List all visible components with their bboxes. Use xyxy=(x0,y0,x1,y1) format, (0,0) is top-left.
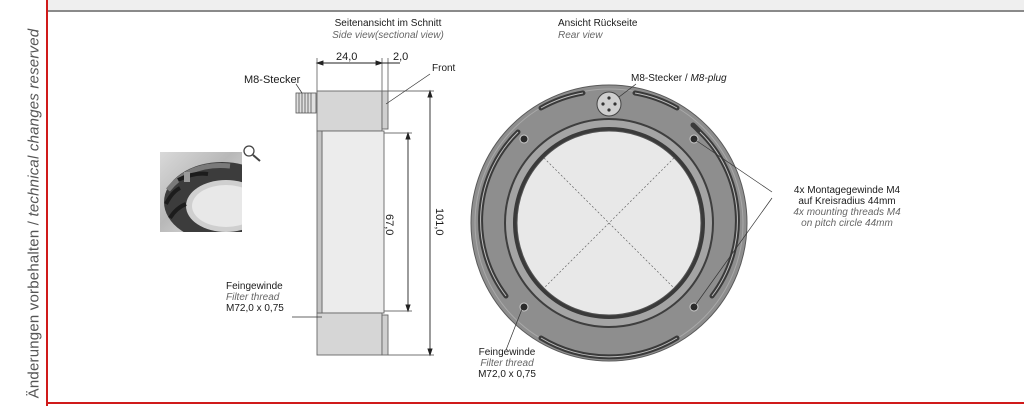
dim-width: 24,0 xyxy=(336,51,358,63)
front-label: Front xyxy=(432,63,456,74)
product-photo-art xyxy=(164,162,242,232)
side-thread-callout: Feingewinde Filter thread M72,0 x 0,75 xyxy=(226,281,284,314)
left-red-rule xyxy=(46,0,48,406)
rear-plug-label: M8-Stecker / M8-plug xyxy=(631,73,727,84)
side-view-title: Seitenansicht im Schnitt Side view(secti… xyxy=(332,18,444,41)
dim-lip: 2,0 xyxy=(393,51,409,63)
header-bar xyxy=(48,0,1024,12)
plug-label: M8-Stecker xyxy=(244,74,301,86)
rear-thread-callout: Feingewinde Filter thread M72,0 x 0,75 xyxy=(478,347,536,380)
product-photo[interactable] xyxy=(160,152,242,232)
mounting-threads-callout: 4x Montagegewinde M4 auf Kreisradius 44m… xyxy=(793,185,901,229)
bottom-red-rule xyxy=(48,402,1024,404)
rear-view-title: Ansicht Rückseite Rear view xyxy=(558,18,638,41)
